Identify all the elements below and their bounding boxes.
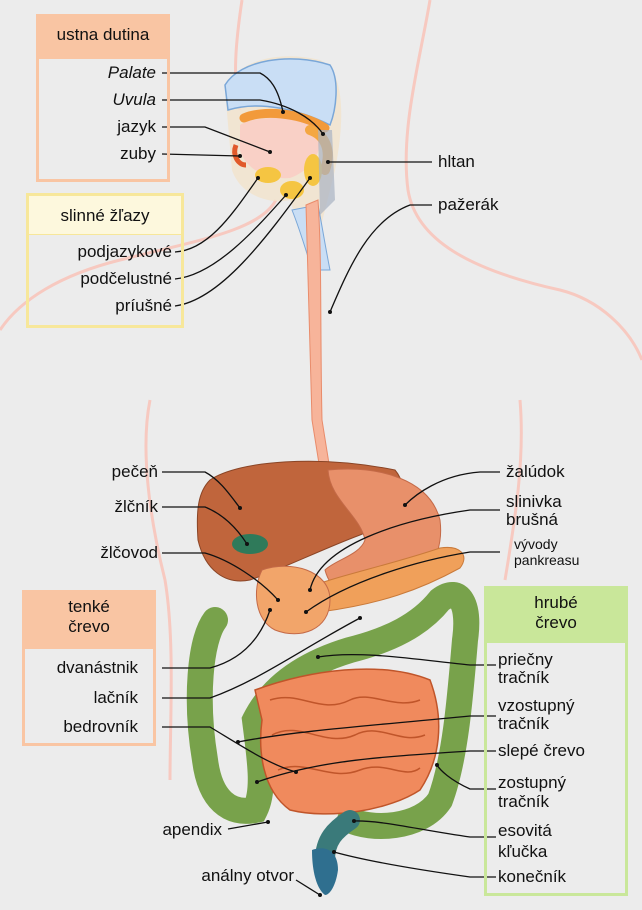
label-priusne: príušné xyxy=(115,296,172,315)
label-bedrovnik: bedrovník xyxy=(63,717,138,736)
label-palate: Palate xyxy=(107,63,156,82)
mouth-group-frame xyxy=(36,56,170,182)
leader-dots xyxy=(236,110,439,897)
label-dvanastnik: dvanástnik xyxy=(56,658,138,677)
label-apendix: apendix xyxy=(162,820,222,839)
leader-lines xyxy=(161,72,500,896)
label-esovita-line1: esovitá xyxy=(498,821,552,840)
label-zuby: zuby xyxy=(120,144,156,163)
small-intestine-title-line2: črevo xyxy=(68,617,110,636)
label-vzostupny-line1: vzostupný xyxy=(498,696,575,715)
label-priecny-line2: tračník xyxy=(498,668,550,687)
label-zostupny-line2: tračník xyxy=(498,792,550,811)
label-konecnik: konečník xyxy=(498,867,567,886)
label-slinivka-line1: slinivka xyxy=(506,492,562,511)
label-vzostupny-line2: tračník xyxy=(498,714,550,733)
label-jazyk: jazyk xyxy=(117,117,156,136)
small-intestine-group-title: tenké črevo xyxy=(22,590,156,646)
label-esovita-line2: kľučka xyxy=(498,842,548,861)
small-intestine-title-line1: tenké xyxy=(68,597,110,616)
label-zlcovod: žlčovod xyxy=(100,543,158,562)
label-lacnik: lačník xyxy=(93,688,138,707)
label-zostupny-line1: zostupný xyxy=(498,773,567,792)
glands-group-title: slinné žľazy xyxy=(26,193,184,234)
label-analny: análny otvor xyxy=(201,866,294,885)
rectum xyxy=(312,848,338,895)
small-intestine xyxy=(254,668,440,815)
label-pazerak: pažerák xyxy=(438,195,499,214)
label-slinivka-line2: brušná xyxy=(506,510,558,529)
large-intestine-title-line1: hrubé xyxy=(534,593,578,612)
small-intestine-group-frame xyxy=(22,646,156,746)
esophagus xyxy=(305,199,331,471)
gallbladder xyxy=(232,534,268,554)
large-intestine-title-line2: črevo xyxy=(535,613,577,632)
label-vyvody-line1: vývody xyxy=(514,536,558,552)
colon xyxy=(186,582,480,839)
duodenum xyxy=(255,565,331,635)
label-zaludok: žalúdok xyxy=(506,462,565,481)
label-podcelustne: podčelustné xyxy=(80,269,172,288)
body-outline xyxy=(0,0,642,781)
small-intestine-folds xyxy=(269,696,426,775)
label-pecen: pečeň xyxy=(111,462,158,481)
label-podjazykove: podjazykové xyxy=(77,242,172,261)
label-vyvody-line2: pankreasu xyxy=(514,552,580,568)
mouth-group-title: ustna dutina xyxy=(36,14,170,56)
label-hltan: hltan xyxy=(438,152,475,171)
oral-cavity xyxy=(224,56,342,271)
label-slepe: slepé črevo xyxy=(498,741,585,760)
label-uvula: Uvula xyxy=(112,90,156,109)
large-intestine-group-title: hrubé črevo xyxy=(484,586,628,642)
label-zlcnik: žlčník xyxy=(114,497,158,516)
label-priecny-line1: priečny xyxy=(498,650,553,669)
